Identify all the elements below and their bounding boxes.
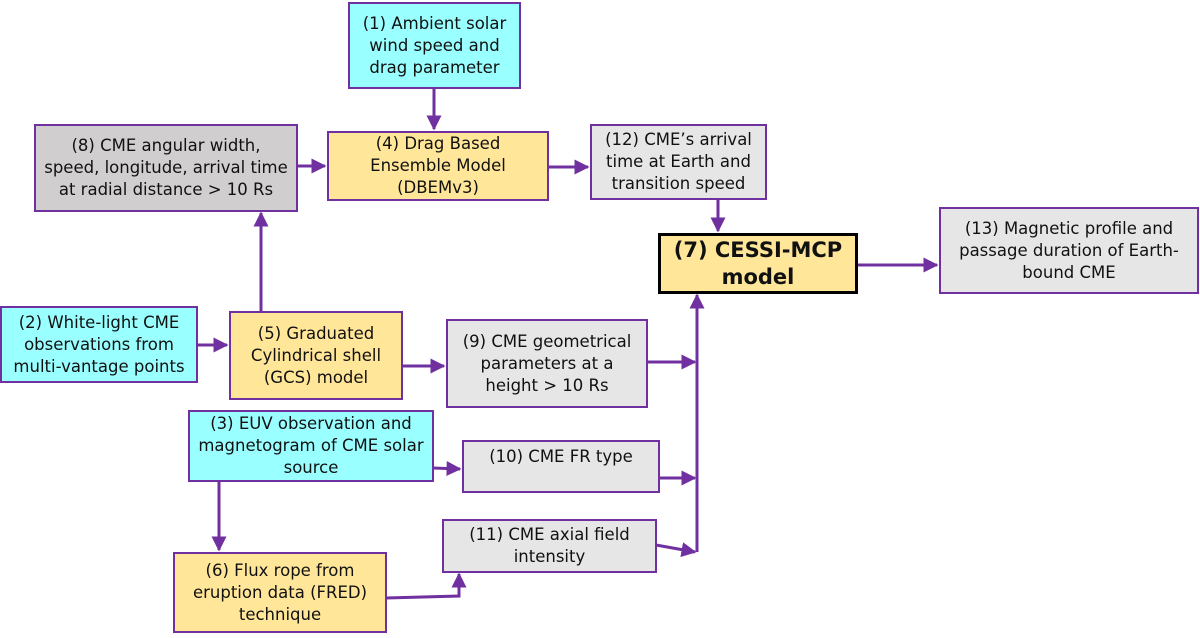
node-4-label: (4) Drag Based Ensemble Model (DBEMv3) (370, 134, 506, 197)
edge-6-to-11 (385, 572, 467, 600)
node-axial-field-intensity: (11) CME axial field intensity (442, 519, 657, 573)
node-geometrical-parameters: (9) CME geometrical parameters at a heig… (446, 319, 648, 408)
node-dbem-model: (4) Drag Based Ensemble Model (DBEMv3) (327, 131, 549, 201)
node-9-label: (9) CME geometrical parameters at a heig… (462, 331, 632, 395)
node-euv-observation: (3) EUV observation and magnetogram of C… (188, 410, 434, 482)
node-cme-angular-width: (8) CME angular width, speed, longitude,… (34, 124, 298, 212)
node-10-label: (10) CME FR type (489, 447, 633, 466)
node-12-label: (12) CME’s arrival time at Earth and tra… (605, 130, 752, 193)
node-7-label: (7) CESSI-MCP model (673, 237, 843, 289)
node-fred-technique: (6) Flux rope from eruption data (FRED) … (173, 552, 387, 633)
node-2-label: (2) White-light CME observations from mu… (13, 312, 185, 376)
node-6-label: (6) Flux rope from eruption data (FRED) … (192, 560, 368, 624)
node-cessi-mcp-model: (7) CESSI-MCP model (658, 233, 858, 294)
node-fr-type: (10) CME FR type (462, 440, 660, 493)
node-5-label: (5) Graduated Cylindrical shell (GCS) mo… (250, 323, 382, 387)
node-gcs-model: (5) Graduated Cylindrical shell (GCS) mo… (229, 311, 403, 400)
node-white-light-observations: (2) White-light CME observations from mu… (0, 306, 198, 383)
node-11-label: (11) CME axial field intensity (469, 525, 630, 566)
node-13-label: (13) Magnetic profile and passage durati… (959, 218, 1179, 282)
node-1-label: (1) Ambient solar wind speed and drag pa… (362, 13, 507, 77)
node-magnetic-profile: (13) Magnetic profile and passage durati… (939, 207, 1199, 294)
node-ambient-solar-wind: (1) Ambient solar wind speed and drag pa… (348, 2, 521, 89)
edge-3-to-10 (432, 461, 462, 476)
node-arrival-time: (12) CME’s arrival time at Earth and tra… (590, 124, 767, 200)
node-8-label: (8) CME angular width, speed, longitude,… (44, 136, 288, 199)
edge-11-to-bus (655, 542, 697, 557)
node-3-label: (3) EUV observation and magnetogram of C… (198, 414, 424, 477)
